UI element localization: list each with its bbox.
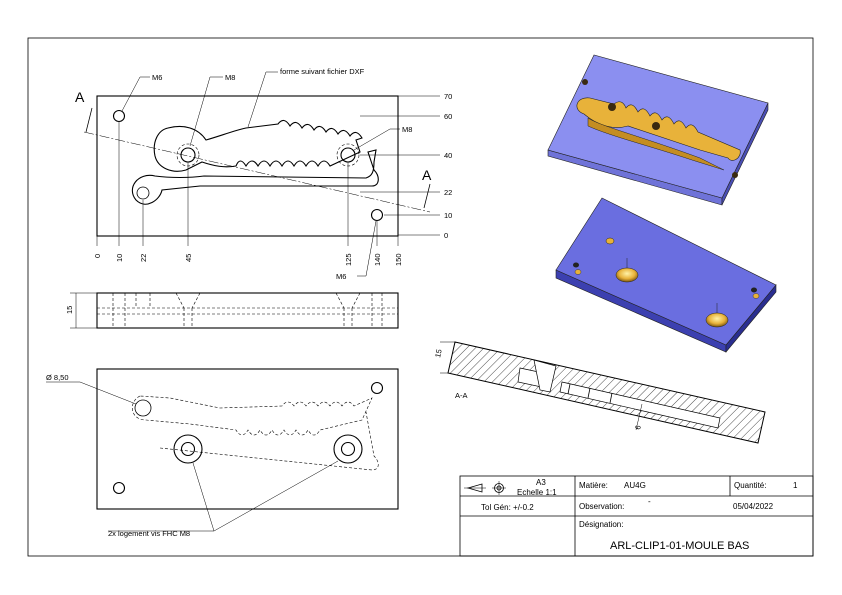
- bottom-view-outline: [96, 368, 399, 510]
- top-view-outline: [96, 95, 399, 237]
- label-dxf-note: forme suivant fichier DXF: [280, 67, 365, 76]
- side-view: 15: [65, 292, 399, 329]
- dim-v-10: 10: [444, 211, 452, 220]
- counterbore-left-outer: [173, 434, 203, 464]
- bottom-view: Ø 8,50 2x logement vis FHC M8: [46, 368, 399, 538]
- tb-scale: Echelle 1:1: [517, 488, 557, 497]
- dim-v-70: 70: [444, 92, 452, 101]
- m6-hole-bottom-right: [370, 208, 384, 222]
- tb-quantity-label: Quantité:: [734, 481, 766, 490]
- tb-observation-value: -: [648, 497, 651, 506]
- dim-section-depth: 6: [633, 424, 643, 430]
- tb-designation-label: Désignation:: [579, 520, 623, 529]
- section-label-left: A: [75, 89, 85, 105]
- projection-symbol-icon: [464, 481, 506, 495]
- dim-h-125: 125: [344, 253, 353, 266]
- clip-arm-outline: [131, 149, 379, 205]
- dim-h-140: 140: [373, 253, 382, 266]
- section-aa: 15 6 A-A: [433, 341, 766, 444]
- label-m8-right: M8: [402, 125, 412, 134]
- dim-h-45: 45: [184, 254, 193, 262]
- tb-material-label: Matière:: [579, 481, 608, 490]
- top-view-leaders: M6 M8 forme suivant fichier DXF M8 M6: [121, 67, 412, 281]
- iso-view-top: [547, 54, 769, 206]
- label-m6-bottom: M6: [336, 272, 346, 281]
- label-dia: Ø 8,50: [46, 373, 69, 382]
- label-m8-top: M8: [225, 73, 235, 82]
- counterbore-left-inner: [180, 441, 196, 457]
- title-block: A3 Echelle 1:1 Tol Gén: +/-0.2 Matière: …: [459, 475, 814, 557]
- bottom-m6-hole-top-right: [370, 381, 384, 395]
- dim-v-60: 60: [444, 112, 452, 121]
- dim-h-10: 10: [115, 254, 124, 262]
- vertical-ordinate-dims: 70 60 40 22 10 0: [360, 92, 452, 240]
- dim-v-22: 22: [444, 188, 452, 197]
- section-line-a: [83, 131, 431, 213]
- tb-designation-value: ARL-CLIP1-01-MOULE BAS: [610, 540, 749, 552]
- counterbore-right-inner: [340, 441, 356, 457]
- dim-h-22: 22: [139, 254, 148, 262]
- side-view-outline: [96, 292, 399, 329]
- counterbore-right-outer: [333, 434, 363, 464]
- top-view: A A 70 60 40 22 10 0 0 10: [75, 67, 452, 281]
- tb-tolerance: Tol Gén: +/-0.2: [481, 503, 534, 512]
- m6-hole-top-left: [112, 109, 126, 123]
- dim-v-40: 40: [444, 151, 452, 160]
- label-m6-top: M6: [152, 73, 162, 82]
- label-section-view: A-A: [455, 391, 468, 400]
- dim-section-thickness: 15: [433, 348, 444, 358]
- pivot-hole-left: [136, 186, 150, 200]
- dim-h-0: 0: [93, 254, 102, 258]
- dim-thickness: 15: [65, 306, 74, 314]
- tb-observation-label: Observation:: [579, 502, 624, 511]
- tb-quantity-value: 1: [793, 481, 798, 490]
- bottom-dia-hole: [134, 399, 152, 417]
- sheet-border: [27, 37, 814, 557]
- tb-format: A3: [536, 478, 546, 487]
- label-pocket-note: 2x logement vis FHC M8: [108, 529, 190, 538]
- horizontal-ordinate-dims: 0 10 22 45 125 140 150: [93, 122, 403, 266]
- dim-v-0: 0: [444, 231, 448, 240]
- tb-date: 05/04/2022: [733, 502, 774, 511]
- bottom-cavity-hidden: [132, 395, 373, 436]
- section-arrow-right: [423, 183, 431, 209]
- bottom-m6-hole-bottom-left: [112, 481, 126, 495]
- section-arrow-left: [85, 107, 93, 133]
- tb-material-value: AU4G: [624, 481, 646, 490]
- clip-cavity-outline: [153, 119, 363, 172]
- iso-view-bottom: [555, 197, 777, 353]
- section-label-right: A: [422, 167, 432, 183]
- dim-h-150: 150: [394, 253, 403, 266]
